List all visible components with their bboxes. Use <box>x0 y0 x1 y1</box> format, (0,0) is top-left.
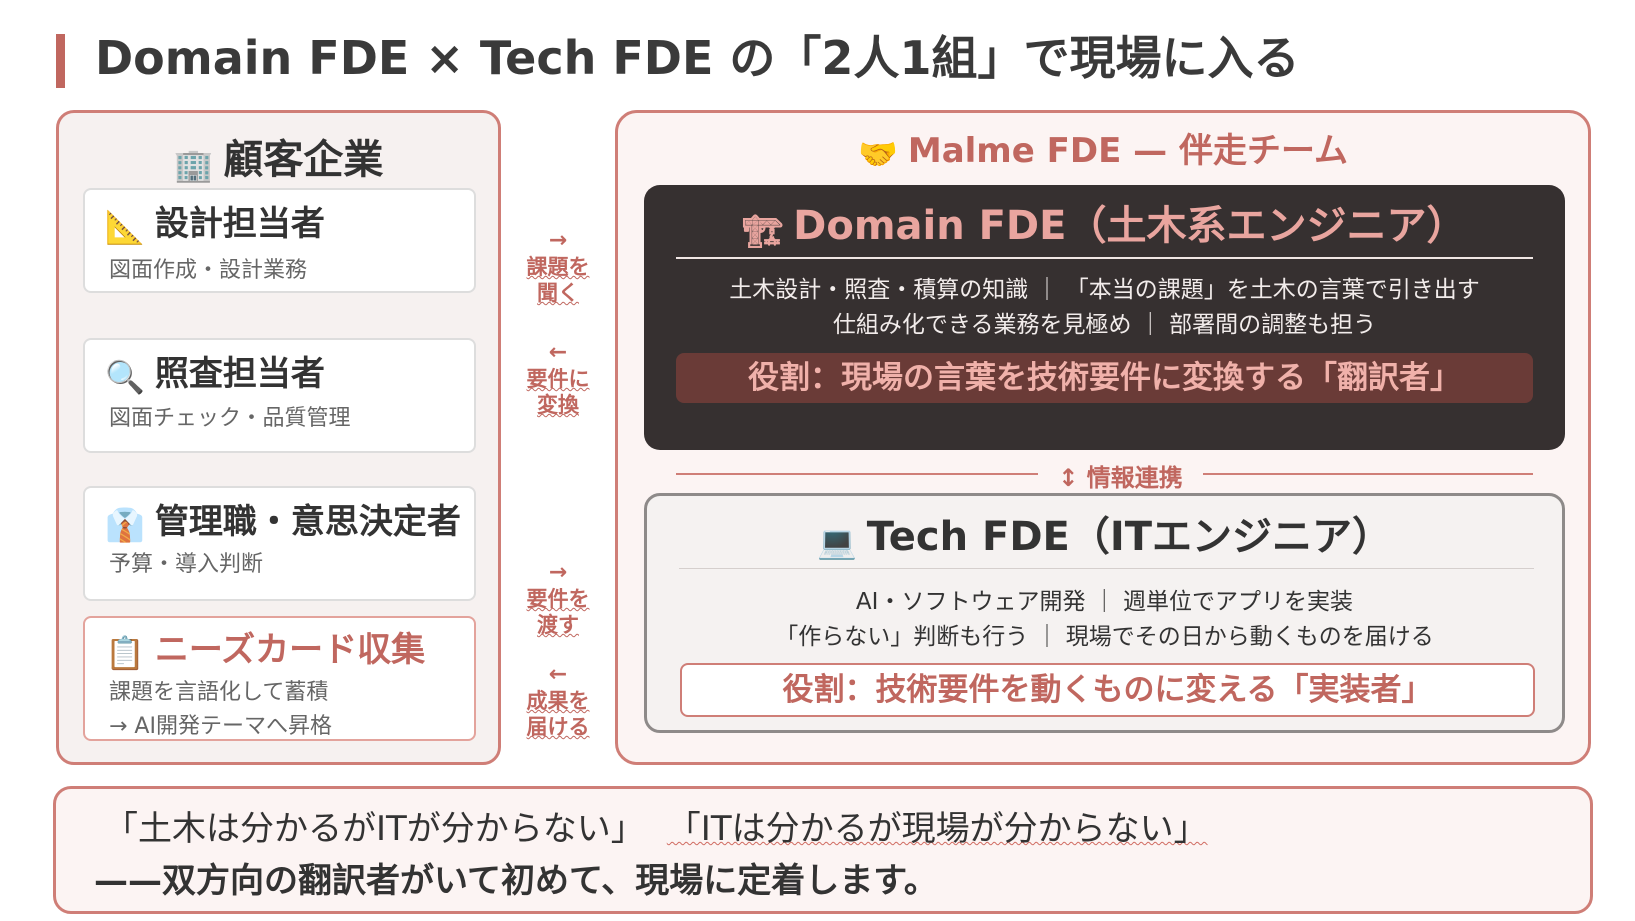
needs-card-line2: → AI開発テーマへ昇格 <box>109 714 332 739</box>
footer-quote-civil: 「土木は分かるがITが分からない」 <box>104 809 645 849</box>
laptop-icon: 💻 <box>816 523 857 561</box>
customer-title: 顧客企業 <box>223 137 384 183</box>
magnifier-icon: 🔍 <box>105 358 145 396</box>
domain-fde-box: 🏗Domain FDE（土木系エンジニア） 土木設計・照査・積算の知識 ｜ 「本… <box>644 185 1565 450</box>
footer-message-box: 「土木は分かるがITが分からない」「ITは分かるが現場が分からない」 ——双方向… <box>53 786 1593 914</box>
role-card-desc: 図面作成・設計業務 <box>109 258 308 283</box>
arrow-left-icon: ← <box>548 662 568 687</box>
footer-quote-it: 「ITは分かるが現場が分からない」 <box>666 809 1208 849</box>
tech-fde-role: 役割：技術要件を動くものに変える「実装者」 <box>680 663 1535 717</box>
role-card-desc: 予算・導入判断 <box>109 552 264 577</box>
office-building-icon: 🏢 <box>173 146 214 184</box>
footer-quotes: 「土木は分かるがITが分からない」「ITは分かるが現場が分からない」 <box>104 801 1208 850</box>
construction-crane-icon: 🏗 <box>742 212 784 250</box>
clipboard-icon: 📋 <box>105 634 145 672</box>
footer-conclusion: ——双方向の翻訳者がいて初めて、現場に定着します。 <box>94 861 938 901</box>
needs-card: 📋ニーズカード収集 課題を言語化して蓄積 → AI開発テーマへ昇格 <box>83 616 476 741</box>
team-panel: 🤝Malme FDE — 伴走チーム 🏗Domain FDE（土木系エンジニア）… <box>615 110 1591 765</box>
domain-fde-line1: 土木設計・照査・積算の知識 ｜ 「本当の課題」を土木の言葉で引き出す <box>729 277 1480 303</box>
flow-label-listen: → 課題を 聞く <box>513 228 603 306</box>
tech-fde-line1: AI・ソフトウェア開発 ｜ 週単位でアプリを実装 <box>855 589 1354 615</box>
handshake-icon: 🤝 <box>858 135 898 173</box>
divider <box>676 257 1533 259</box>
arrow-left-icon: ← <box>548 340 568 365</box>
arrow-right-icon: → <box>548 228 568 253</box>
role-card-designer: 📐設計担当者 図面作成・設計業務 <box>83 188 476 293</box>
divider <box>679 568 1534 569</box>
flow-label-hand-over: → 要件を 渡す <box>513 560 603 638</box>
needs-card-line1: 課題を言語化して蓄積 <box>109 680 329 705</box>
tech-fde-title: 💻Tech FDE（ITエンジニア） <box>816 514 1393 561</box>
necktie-icon: 👔 <box>105 506 145 544</box>
needs-card-title: 📋ニーズカード収集 <box>105 630 426 672</box>
role-card-title: 📐設計担当者 <box>105 204 325 246</box>
team-panel-title: 🤝Malme FDE — 伴走チーム <box>858 131 1348 173</box>
role-card-title: 👔管理職・意思決定者 <box>105 502 461 544</box>
role-card-title: 🔍照査担当者 <box>105 354 325 396</box>
flow-label-deliver: ← 成果を 届ける <box>513 662 603 740</box>
customer-panel-title: 🏢顧客企業 <box>59 127 498 185</box>
tech-fde-line2: 「作らない」判断も行う ｜ 現場でその日から動くものを届ける <box>775 624 1434 650</box>
divider <box>1203 473 1533 475</box>
customer-panel: 🏢顧客企業 📐設計担当者 図面作成・設計業務 🔍照査担当者 図面チェック・品質管… <box>56 110 501 765</box>
role-card-manager: 👔管理職・意思決定者 予算・導入判断 <box>83 486 476 601</box>
info-sync-label: ↕ 情報連携 <box>1058 464 1183 492</box>
arrow-right-icon: → <box>548 560 568 585</box>
domain-fde-line2: 仕組み化できる業務を見極め ｜ 部署間の調整も担う <box>832 312 1377 338</box>
page-title: Domain FDE × Tech FDE の「2人1組」で現場に入る <box>95 31 1300 85</box>
domain-fde-role: 役割：現場の言葉を技術要件に変換する「翻訳者」 <box>676 353 1533 403</box>
divider <box>676 473 1038 475</box>
role-card-checker: 🔍照査担当者 図面チェック・品質管理 <box>83 338 476 453</box>
flow-label-convert: ← 要件に 変換 <box>513 340 603 418</box>
triangle-ruler-icon: 📐 <box>105 208 145 246</box>
role-card-desc: 図面チェック・品質管理 <box>109 406 351 431</box>
title-accent-bar <box>56 34 65 88</box>
domain-fde-title: 🏗Domain FDE（土木系エンジニア） <box>742 203 1467 250</box>
tech-fde-box: 💻Tech FDE（ITエンジニア） AI・ソフトウェア開発 ｜ 週単位でアプリ… <box>644 493 1565 733</box>
